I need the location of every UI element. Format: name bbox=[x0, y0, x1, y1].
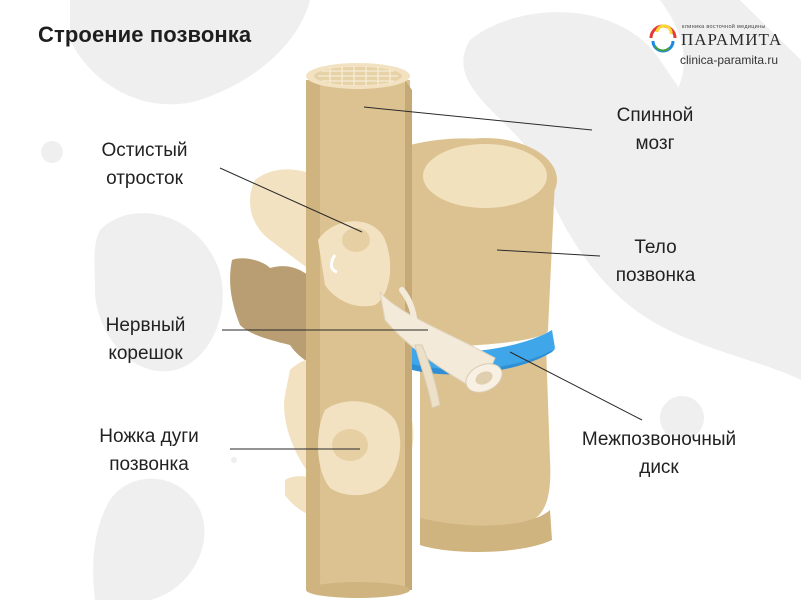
brand-logo-icon bbox=[649, 24, 677, 53]
vertebral-body bbox=[410, 138, 557, 552]
pointer-lines bbox=[219, 106, 643, 450]
spinal-cord-column bbox=[306, 63, 412, 598]
nerve-root bbox=[379, 287, 503, 409]
page-title: Строение позвонка bbox=[38, 22, 252, 47]
brand-name: ПАРАМИТА bbox=[681, 30, 783, 49]
brand-tagline: клиника восточной медицины bbox=[682, 24, 766, 30]
brand-site: clinica-paramita.ru bbox=[680, 53, 779, 67]
background-blobs bbox=[41, 0, 801, 600]
